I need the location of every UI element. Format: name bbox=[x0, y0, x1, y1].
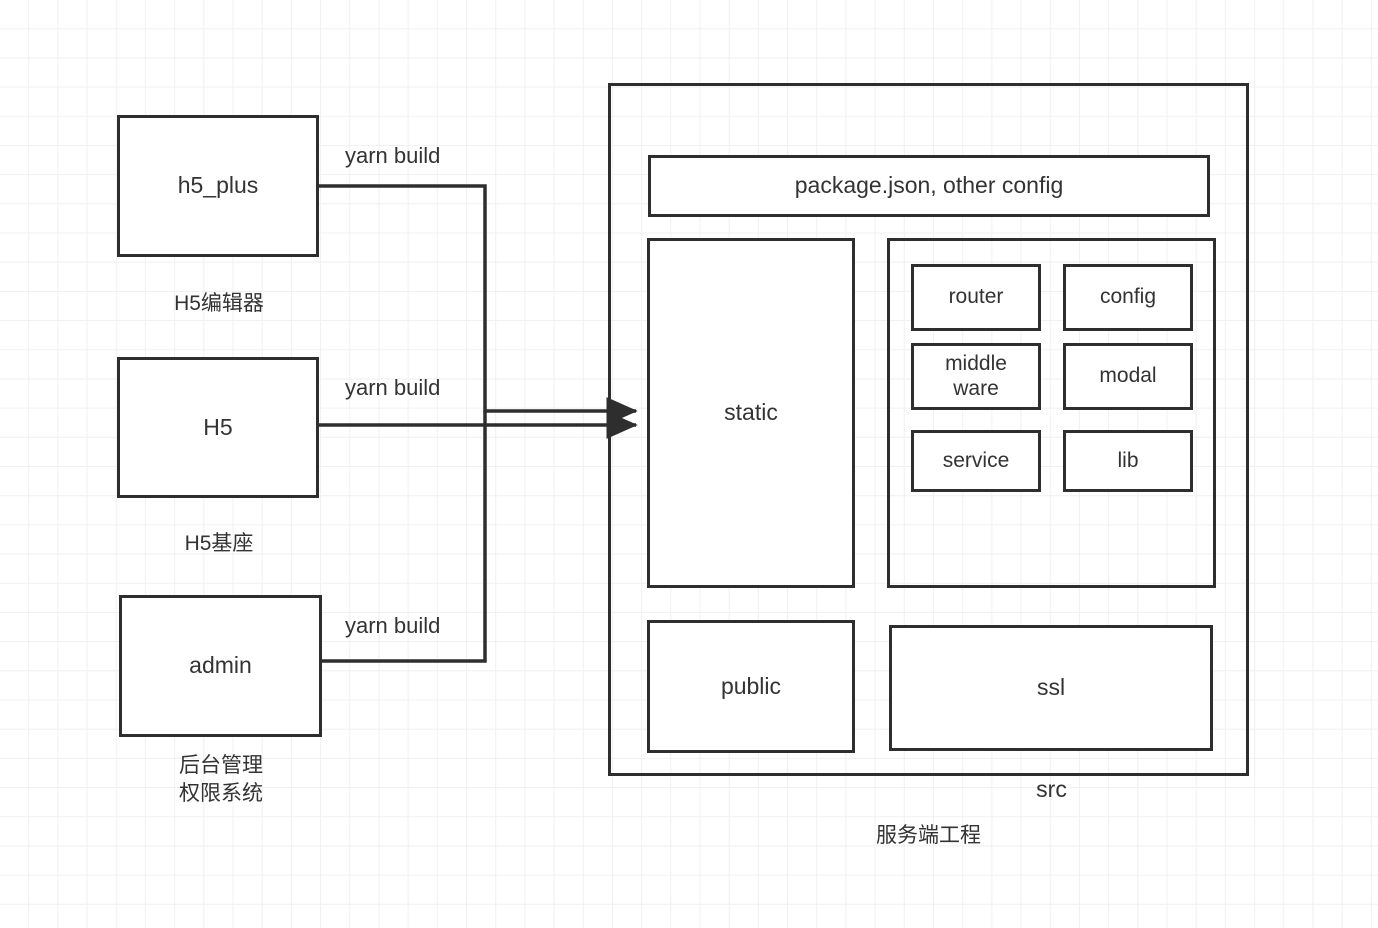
node-package-json-label: package.json, other config bbox=[794, 172, 1064, 199]
node-static-label: static bbox=[724, 399, 778, 426]
node-h5-plus[interactable]: h5_plus bbox=[117, 115, 319, 257]
node-modal-label: modal bbox=[1099, 364, 1157, 388]
node-static[interactable]: static bbox=[647, 238, 855, 588]
edge-label-h5-build: yarn build bbox=[345, 375, 441, 400]
node-admin[interactable]: admin bbox=[119, 595, 322, 737]
node-package-json[interactable]: package.json, other config bbox=[648, 155, 1210, 217]
node-lib[interactable]: lib bbox=[1063, 430, 1193, 492]
edge-label-admin-build: yarn build bbox=[345, 613, 441, 638]
caption-server: 服务端工程 bbox=[876, 824, 981, 847]
node-h5-label: H5 bbox=[203, 413, 233, 440]
node-public[interactable]: public bbox=[647, 620, 855, 753]
node-service-label: service bbox=[942, 448, 1010, 472]
node-admin-label: admin bbox=[189, 652, 252, 679]
caption-admin: 后台管理 权限系统 bbox=[179, 754, 263, 806]
container-src: src bbox=[887, 238, 1216, 802]
caption-h5-plus: H5编辑器 bbox=[174, 292, 264, 315]
node-router-label: router bbox=[948, 285, 1004, 309]
node-ssl-label: ssl bbox=[1036, 674, 1066, 701]
node-config[interactable]: config bbox=[1063, 264, 1193, 331]
node-config-label: config bbox=[1099, 285, 1157, 309]
node-service[interactable]: service bbox=[911, 430, 1041, 492]
node-public-label: public bbox=[720, 672, 782, 699]
caption-h5: H5基座 bbox=[184, 532, 254, 555]
node-lib-label: lib bbox=[1117, 448, 1139, 472]
node-middleware-label: middle ware bbox=[945, 351, 1007, 400]
node-ssl[interactable]: ssl bbox=[889, 625, 1213, 751]
node-router[interactable]: router bbox=[911, 264, 1041, 331]
node-h5-plus-label: h5_plus bbox=[177, 172, 259, 199]
edge-label-h5-plus-build: yarn build bbox=[345, 143, 441, 168]
node-middleware[interactable]: middle ware bbox=[911, 343, 1041, 410]
container-src-title: src bbox=[1036, 776, 1067, 802]
node-modal[interactable]: modal bbox=[1063, 343, 1193, 410]
node-h5[interactable]: H5 bbox=[117, 357, 319, 498]
